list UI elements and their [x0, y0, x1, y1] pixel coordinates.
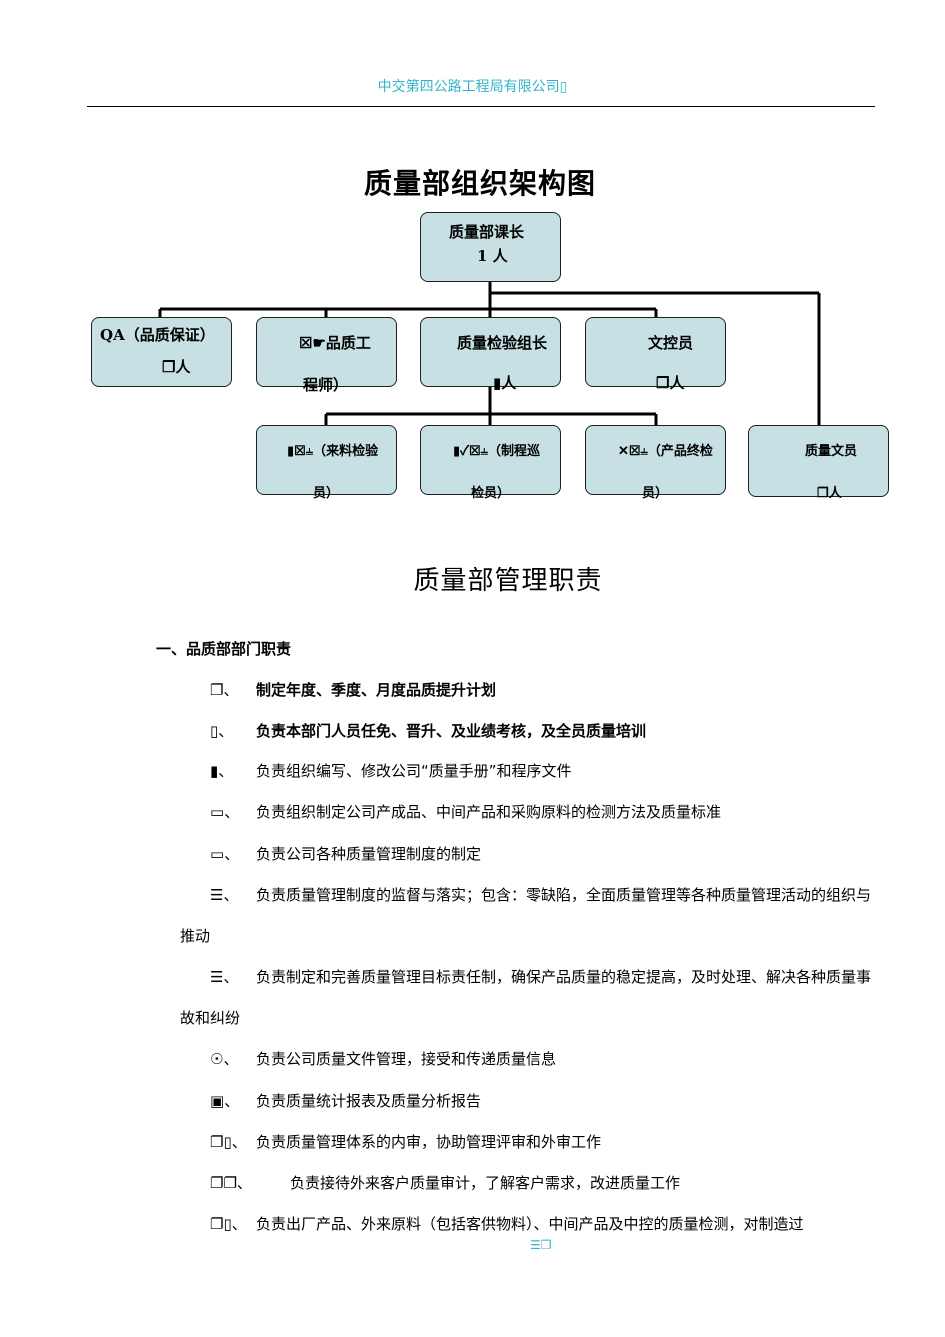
box-label: ☒☛品质工 [299, 334, 371, 352]
item-number: ☰、 [210, 968, 239, 986]
missing-glyph-icon: ▮☒⫨ [287, 444, 314, 459]
list-item: ☉、 负责公司质量文件管理，接受和传递质量信息 [180, 1039, 880, 1080]
item-text: 负责公司各种质量管理制度的制定 [256, 845, 482, 863]
box-inspection-leader: 质量检验组长 ▮人 [420, 317, 561, 392]
item-number: ☰、 [210, 886, 239, 904]
list-item: ▣、 负责质量统计报表及质量分析报告 [180, 1081, 880, 1122]
list-item: ▭、 负责组织制定公司产成品、中间产品和采购原料的检测方法及质量标准 [180, 792, 880, 833]
item-text: 负责公司质量文件管理，接受和传递质量信息 [256, 1050, 557, 1068]
company-name: 中交第四公路工程局有限公司 [377, 79, 560, 95]
box-label: QA（品质保证） [100, 326, 215, 344]
list-item: ❐▯、 负责出厂产品、外来原料（包括客供物料）、中间产品及中控的质量检测，对制造… [180, 1204, 880, 1234]
box-quality-engineer: ☒☛品质工 程师） [256, 317, 397, 394]
copy-glyph-icon: ❐ [656, 374, 670, 392]
section-title: 质量部管理职责 [413, 566, 603, 596]
item-number: ▣、 [210, 1092, 240, 1110]
box-label-cont: 员） [313, 486, 340, 501]
section-heading: 一、品质部部门职责 [156, 640, 292, 658]
item-number: ❐❐、 [210, 1174, 252, 1192]
item-text: 负责组织编写、修改公司“质量手册”和程序文件 [256, 762, 572, 780]
box-count: ▮人 [493, 374, 517, 392]
item-text: 负责质量统计报表及质量分析报告 [256, 1092, 482, 1110]
item-number: ❐▯、 [210, 1215, 247, 1233]
item-text: 负责质量管理制度的监督与落实；包含：零缺陷，全面质量管理等各种质量管理活动的组织… [180, 886, 872, 945]
list-item: ▮、 负责组织编写、修改公司“质量手册”和程序文件 [180, 751, 880, 792]
copy-glyph-icon: ❐ [162, 358, 176, 376]
list-item: ▯、 负责本部门人员任免、晋升、及业绩考核，及全员质量培训 [180, 711, 880, 752]
box-count: 1 人 [477, 247, 508, 265]
list-item: ❐、 制定年度、季度、月度品质提升计划 [180, 670, 880, 711]
missing-glyph-icon: ▯ [559, 79, 568, 95]
item-text: 负责组织制定公司产成品、中间产品和采购原料的检测方法及质量标准 [256, 803, 722, 821]
item-text: 负责本部门人员任免、晋升、及业绩考核，及全员质量培训 [256, 722, 647, 740]
item-number: ▭、 [210, 845, 240, 863]
list-item: ☰、 负责质量管理制度的监督与落实；包含：零缺陷，全面质量管理等各种质量管理活动… [180, 875, 880, 957]
box-label-cont: 检员） [471, 486, 511, 501]
org-chart-connectors [158, 281, 821, 426]
box-final-inspector: ✕☒⫨（产品终检 员） [585, 425, 726, 501]
box-process-inspector: ▮✓☒⫨（制程巡 检员） [420, 425, 561, 501]
list-item: ☰、 负责制定和完善质量管理目标责任制，确保产品质量的稳定提高，及时处理、解决各… [180, 957, 880, 1039]
item-text: 负责接待外来客户质量审计，了解客户需求，改进质量工作 [290, 1174, 681, 1192]
item-number: ☉、 [210, 1050, 239, 1068]
item-number: ▮、 [210, 762, 234, 780]
item-number: ▯、 [210, 722, 234, 740]
header-divider [87, 106, 875, 107]
box-label-cont: 程师） [303, 376, 349, 394]
item-number: ❐▯、 [210, 1133, 247, 1151]
box-incoming-inspector: ▮☒⫨（来料检验 员） [256, 425, 397, 501]
box-count: ❐人 [656, 374, 685, 392]
box-quality-manager: 质量部课长 1 人 [420, 212, 561, 282]
item-text: 负责制定和完善质量管理目标责任制，确保产品质量的稳定提高，及时处理、解决各种质量… [180, 968, 872, 1027]
bin-glyph-icon: ▮ [493, 374, 502, 392]
org-chart-title: 质量部组织架构图 [363, 167, 596, 200]
box-label-cont: 员） [642, 486, 669, 501]
item-text: 负责出厂产品、外来原料（包括客供物料）、中间产品及中控的质量检测，对制造过 [256, 1215, 804, 1233]
copy-glyph-icon: ❐ [817, 486, 829, 501]
box-label: ▮☒⫨（来料检验 [287, 444, 379, 459]
box-label: 质量部课长 [449, 223, 525, 241]
page-header: 中交第四公路工程局有限公司▯ [0, 76, 945, 96]
item-number: ❐、 [210, 681, 239, 699]
item-text: 负责质量管理体系的内审，协助管理评审和外审工作 [256, 1133, 602, 1151]
missing-glyph-icon: ✕☒⫨ [618, 444, 648, 459]
item-text: 制定年度、季度、月度品质提升计划 [256, 681, 497, 699]
page-number-glyph-icon: ☰❐ [530, 1238, 552, 1252]
missing-glyph-icon: ☒☛ [299, 334, 326, 352]
item-number: ▭、 [210, 803, 240, 821]
box-label: 质量检验组长 [457, 334, 548, 352]
box-count: ❐人 [817, 486, 842, 501]
box-label: ✕☒⫨（产品终检 [618, 444, 713, 459]
box-qa: QA（品质保证） ❐人 [91, 317, 232, 387]
missing-glyph-icon: ▮✓☒⫨ [453, 444, 489, 459]
box-count: ❐人 [162, 358, 191, 376]
box-label: 文控员 [648, 334, 694, 352]
box-document-controller: 文控员 ❐人 [585, 317, 726, 392]
list-item: ▭、 负责公司各种质量管理制度的制定 [180, 834, 880, 875]
box-quality-clerk: 质量文员 ❐人 [748, 425, 889, 501]
list-item: ❐❐、 负责接待外来客户质量审计，了解客户需求，改进质量工作 [180, 1163, 880, 1204]
box-label: ▮✓☒⫨（制程巡 [453, 444, 541, 459]
box-label: 质量文员 [805, 444, 858, 459]
list-item: ❐▯、 负责质量管理体系的内审，协助管理评审和外审工作 [180, 1122, 880, 1163]
